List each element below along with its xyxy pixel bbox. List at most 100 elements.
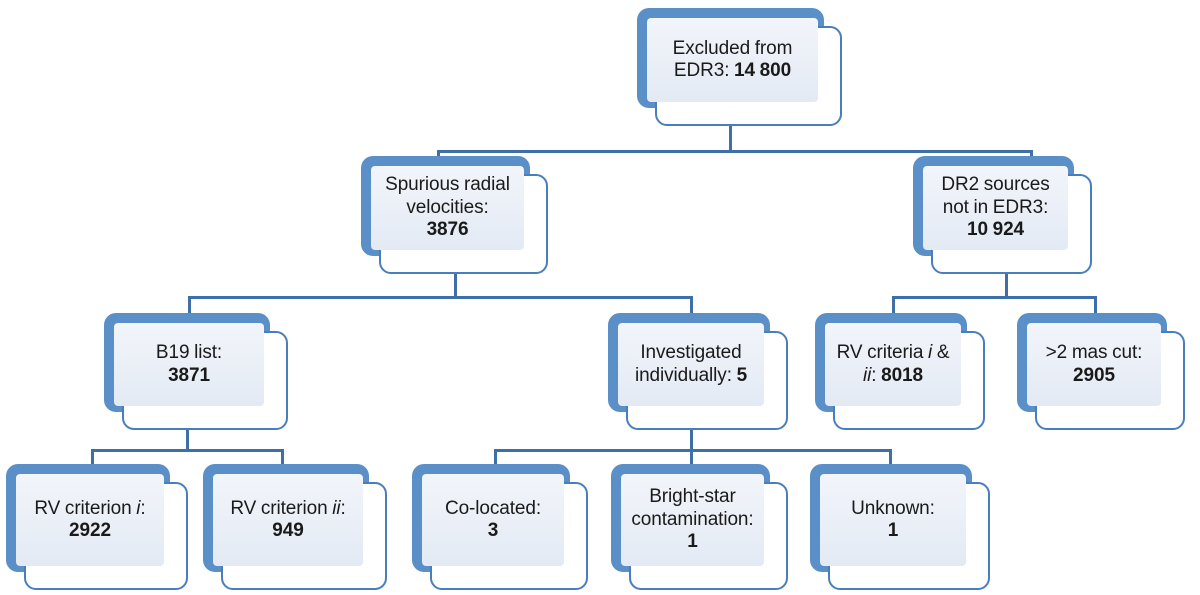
node-label: Investigated individually: 5 — [635, 342, 747, 387]
node-card: RV criterion ii: 949 — [213, 474, 387, 590]
bright-star-line2: contamination: — [631, 508, 754, 530]
node-panel: Spurious radial velocities: 3876 — [371, 166, 524, 250]
rv-criterion-ii-prefix: RV criterion — [230, 497, 333, 519]
unknown-value: 1 — [887, 520, 899, 541]
rv-criterion-ii-colon: : — [340, 497, 346, 519]
node-label: Bright-star contamination: 1 — [631, 486, 753, 553]
node-panel: Investigated individually: 5 — [618, 323, 764, 406]
node-rv-criterion-i[interactable]: RV criterion i: 2922 — [6, 464, 188, 590]
bright-star-value: 1 — [687, 531, 698, 553]
rv-criteria-amp: & — [932, 342, 950, 364]
node-co-located[interactable]: Co-located: 3 — [412, 464, 588, 590]
node-label: Unknown: 1 — [851, 498, 935, 543]
spurious-line1: Spurious radial — [385, 174, 510, 196]
dr2-line1: DR2 sources — [941, 174, 1050, 196]
node-panel: RV criterion i: 2922 — [16, 474, 164, 566]
node-panel: RV criterion ii: 949 — [213, 474, 363, 566]
rv-criteria-prefix: RV criteria — [836, 342, 929, 364]
mas-cut-value: 2905 — [1073, 364, 1115, 386]
investigated-value: 5 — [736, 364, 748, 386]
node-panel: RV criteria i & ii: 8018 — [825, 323, 961, 406]
node-panel: Unknown: 1 — [820, 474, 966, 566]
rv-criterion-ii-italic: ii — [332, 497, 341, 519]
dr2-line2: not in EDR3: — [942, 196, 1049, 218]
b19-line1: B19 list: — [155, 342, 223, 364]
mas-cut-line1: >2 mas cut: — [1045, 342, 1143, 364]
node-dr2-sources-not-in-edr3[interactable]: DR2 sources not in EDR3: 10 924 — [913, 156, 1092, 274]
connector-left-bus — [188, 296, 693, 299]
node-b19-list[interactable]: B19 list: 3871 — [104, 313, 288, 430]
node-card: DR2 sources not in EDR3: 10 924 — [923, 166, 1092, 274]
bright-star-line1: Bright-star — [649, 486, 736, 508]
node-card: RV criterion i: 2922 — [16, 474, 188, 590]
node-unknown[interactable]: Unknown: 1 — [810, 464, 990, 590]
rv-criterion-i-colon: : — [140, 497, 146, 519]
node-investigated-individually[interactable]: Investigated individually: 5 — [608, 313, 788, 430]
connector-to-rv-criteria — [892, 296, 895, 318]
node-label: Spurious radial velocities: 3876 — [385, 174, 510, 241]
connector-investigated-stem — [690, 426, 693, 452]
connector-investigated-bus — [494, 449, 892, 452]
connector-dr2-stem — [1005, 270, 1008, 298]
node-label: >2 mas cut: 2905 — [1046, 342, 1143, 387]
b19-value: 3871 — [168, 364, 210, 386]
co-located-line1: Co-located: — [444, 497, 542, 519]
dr2-value: 10 924 — [966, 219, 1024, 241]
connector-b19-stem — [186, 426, 189, 452]
connector-to-rv-criterion-ii — [281, 449, 284, 469]
node-card: Unknown: 1 — [820, 474, 990, 590]
co-located-value: 3 — [487, 520, 499, 541]
node-card: Co-located: 3 — [422, 474, 588, 590]
node-rv-criterion-ii[interactable]: RV criterion ii: 949 — [203, 464, 387, 590]
node-card: Excluded from EDR3: 14 800 — [647, 18, 842, 126]
node-card: Bright-star contamination: 1 — [621, 474, 788, 590]
connector-right-bus — [892, 296, 1097, 299]
node-panel: B19 list: 3871 — [114, 323, 264, 406]
investigated-line2-text: individually: — [634, 364, 737, 386]
rv-criteria-italic-ii: ii — [863, 364, 872, 386]
spurious-line2: velocities: — [406, 196, 489, 218]
node-excluded-from-edr3[interactable]: Excluded from EDR3: 14 800 — [637, 8, 842, 126]
node-label: DR2 sources not in EDR3: 10 924 — [941, 174, 1049, 241]
connector-root-stem — [729, 123, 732, 153]
excluded-value: 14 800 — [734, 60, 792, 81]
node-spurious-radial-velocities[interactable]: Spurious radial velocities: 3876 — [361, 156, 548, 274]
connector-to-mas-cut — [1094, 296, 1097, 318]
rv-criteria-italic-i: i — [928, 342, 933, 364]
node-card: Investigated individually: 5 — [618, 323, 788, 430]
node-panel: Co-located: 3 — [422, 474, 564, 566]
node-bright-star-contamination[interactable]: Bright-star contamination: 1 — [611, 464, 788, 590]
connector-level1-bus — [437, 150, 1033, 153]
node-label: RV criterion i: 2922 — [34, 498, 145, 543]
rv-criteria-colon: : — [871, 364, 882, 386]
node-rv-criteria-i-and-ii[interactable]: RV criteria i & ii: 8018 — [815, 313, 985, 430]
rv-criterion-ii-value: 949 — [272, 520, 304, 541]
investigated-line1: Investigated — [640, 342, 742, 364]
connector-to-b19 — [188, 296, 191, 318]
rv-criterion-i-value: 2922 — [69, 520, 111, 541]
connector-to-unknown — [889, 449, 892, 469]
connector-spurious-stem — [454, 270, 457, 298]
node-panel: >2 mas cut: 2905 — [1027, 323, 1161, 406]
rv-criterion-i-prefix: RV criterion — [34, 497, 137, 519]
node-card: B19 list: 3871 — [114, 323, 288, 430]
node-card: >2 mas cut: 2905 — [1027, 323, 1185, 430]
excluded-line1: Excluded from — [672, 37, 793, 59]
node-panel: Bright-star contamination: 1 — [621, 474, 764, 566]
connector-b19-bus — [91, 449, 284, 452]
node-card: Spurious radial velocities: 3876 — [371, 166, 548, 274]
node-panel: DR2 sources not in EDR3: 10 924 — [923, 166, 1068, 250]
connector-to-rv-criterion-i — [91, 449, 94, 469]
connector-to-bright-star — [690, 449, 693, 469]
node-label: RV criterion ii: 949 — [230, 498, 345, 543]
rv-criteria-value: 8018 — [881, 364, 923, 386]
node-label: RV criteria i & ii: 8018 — [837, 342, 950, 387]
node-label: Co-located: 3 — [445, 498, 541, 543]
node-two-mas-cut[interactable]: >2 mas cut: 2905 — [1017, 313, 1185, 430]
spurious-value: 3876 — [426, 219, 469, 241]
connector-to-co-located — [494, 449, 497, 469]
unknown-line1: Unknown: — [851, 497, 935, 519]
node-card: RV criteria i & ii: 8018 — [825, 323, 985, 430]
node-label: B19 list: 3871 — [156, 342, 222, 387]
